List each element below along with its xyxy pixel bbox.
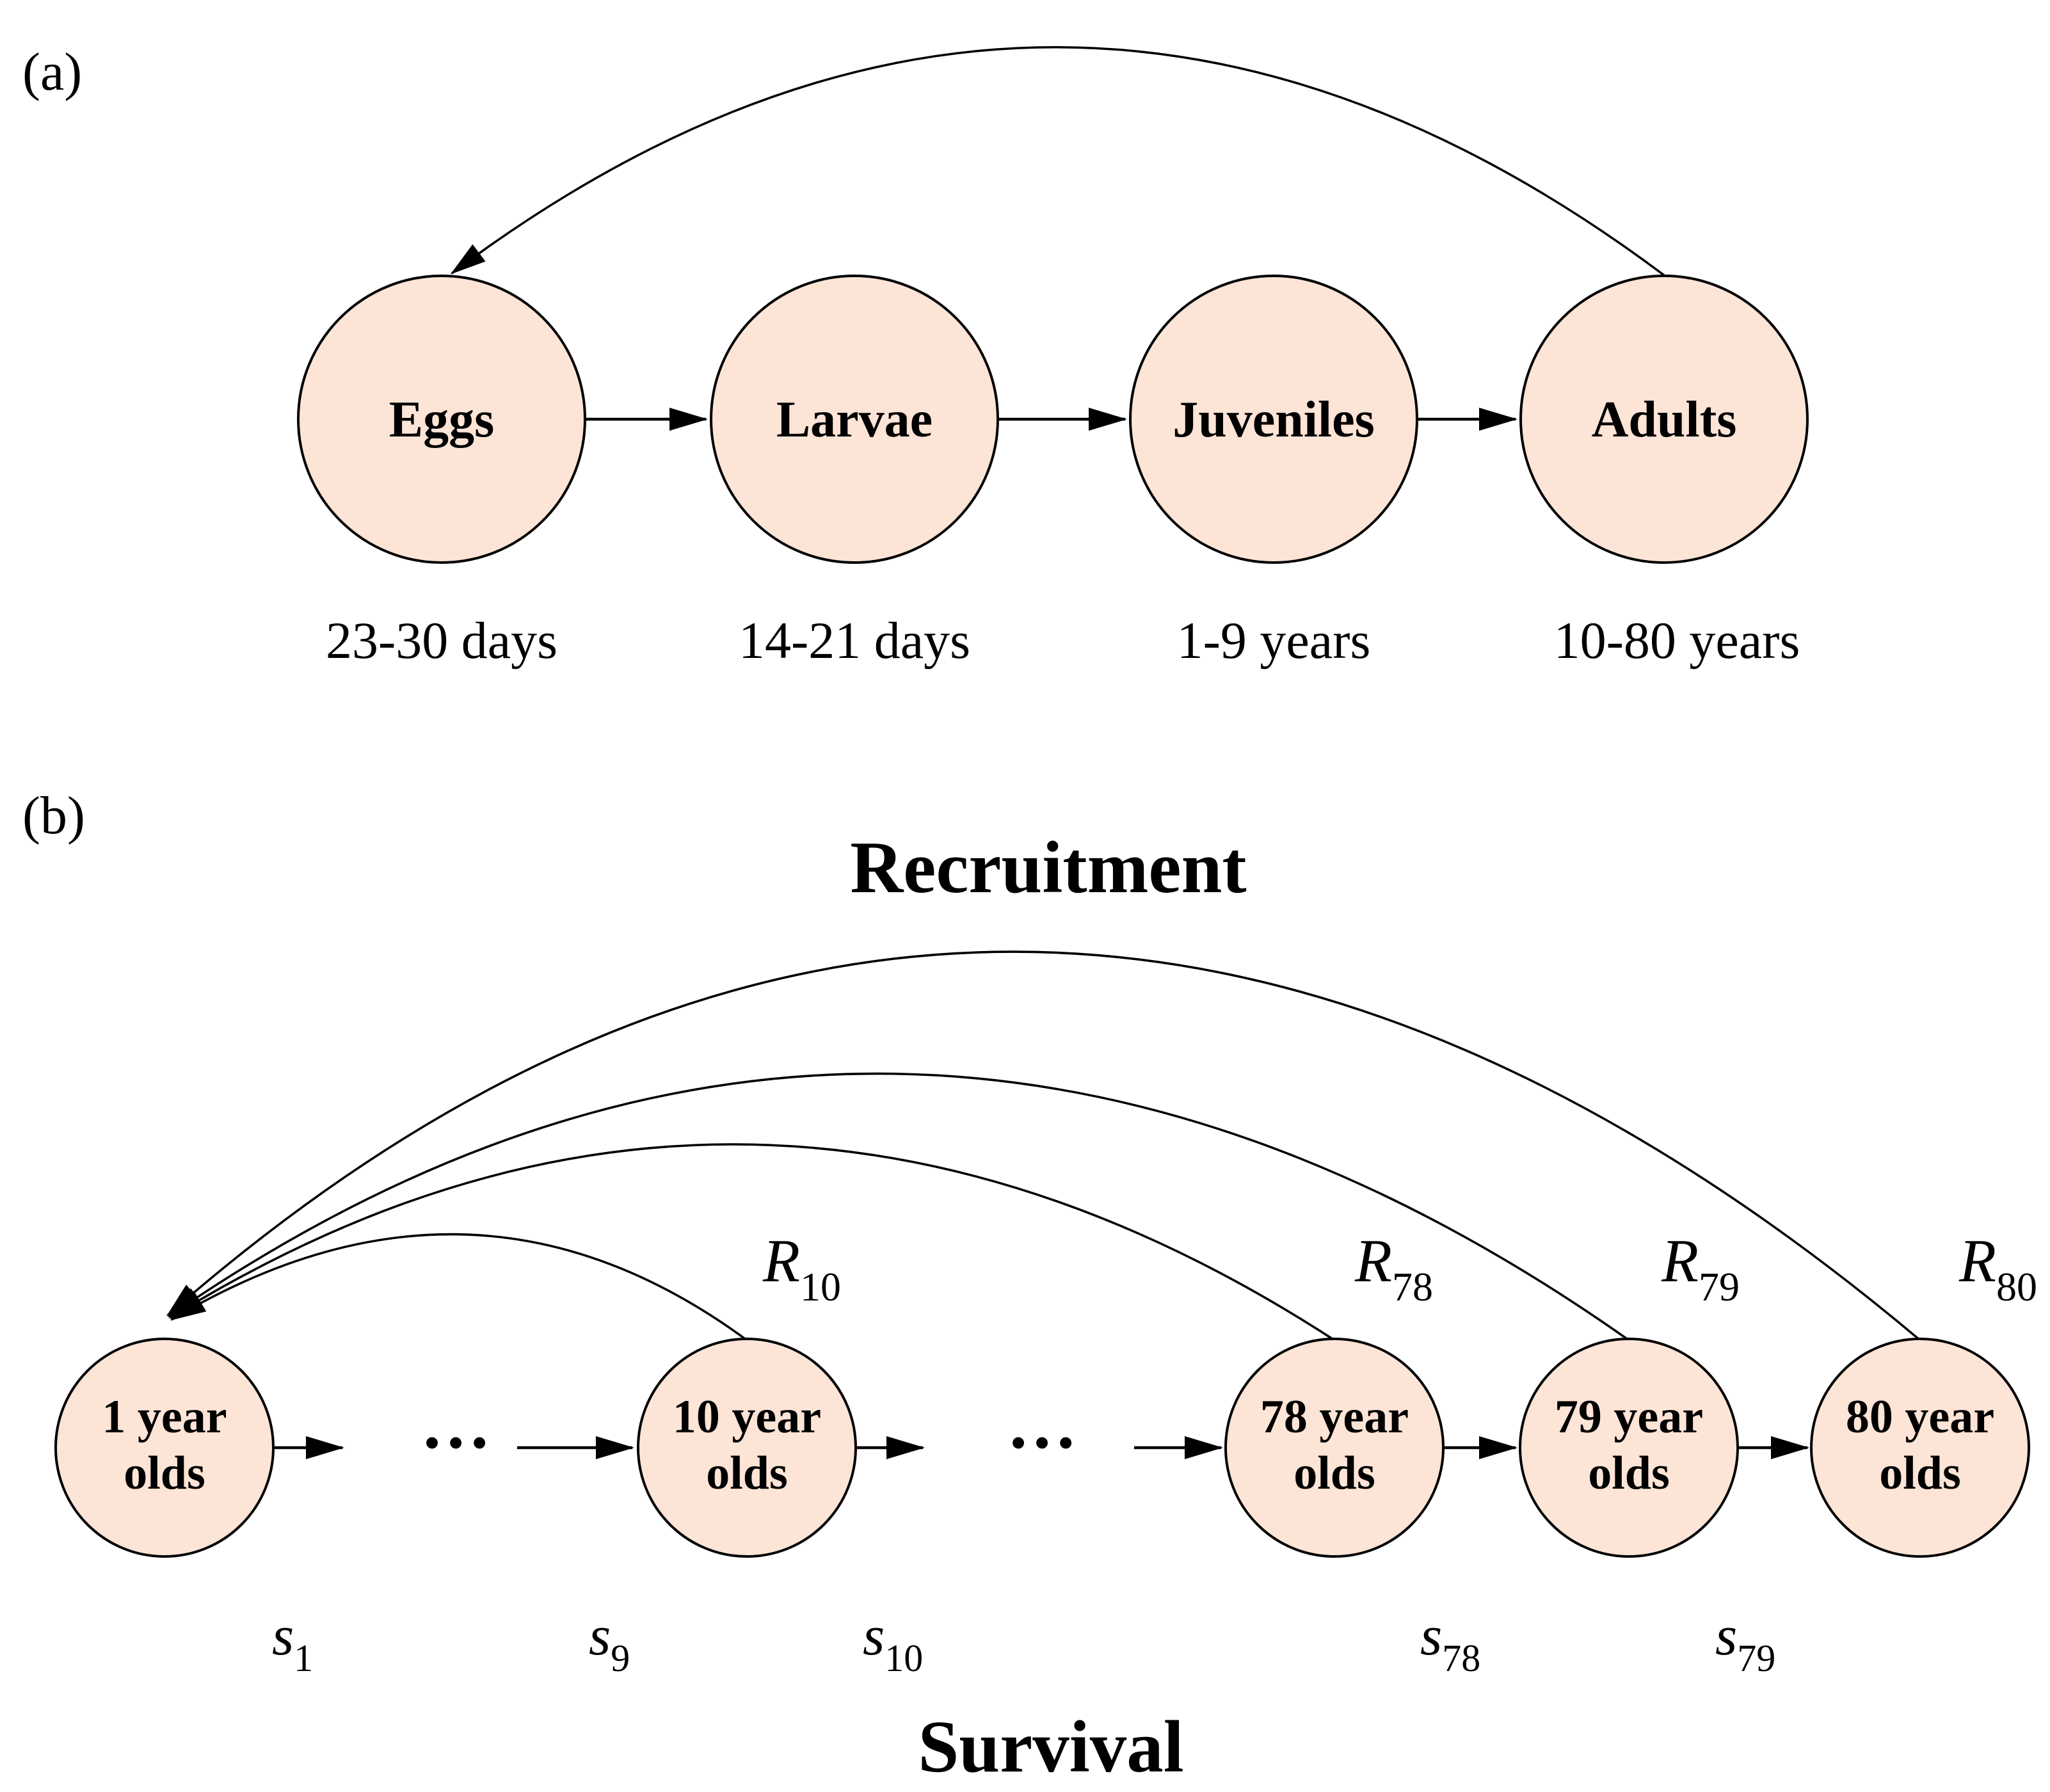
arc-recruitment-r10 — [170, 1233, 748, 1341]
stage-node-eggs — [297, 275, 586, 564]
survival-title: Survival — [918, 1706, 1183, 1788]
age-node-80 — [1810, 1338, 2030, 1558]
recruitment-title: Recruitment — [850, 827, 1246, 908]
duration-larvae: 14-21 days — [739, 611, 970, 669]
panel-a-tag: (a) — [22, 42, 82, 102]
panel-b-tag: (b) — [22, 786, 85, 845]
label-r80: R80 — [1958, 1227, 2037, 1309]
arc-recruitment-r79 — [167, 1072, 1630, 1341]
age-node-78 — [1224, 1338, 1445, 1558]
ellipsis-10-78: … — [1007, 1385, 1077, 1463]
label-r78: R78 — [1354, 1227, 1433, 1309]
stage-label-adults: Adults — [1592, 392, 1737, 448]
label-s10: s10 — [863, 1605, 923, 1679]
stage-node-larvae — [710, 275, 999, 564]
age-node-1 — [54, 1338, 275, 1558]
duration-juveniles: 1-9 years — [1177, 611, 1371, 669]
label-r79: R79 — [1661, 1227, 1740, 1309]
stage-label-eggs: Eggs — [389, 392, 495, 448]
stage-node-juveniles — [1129, 275, 1418, 564]
arc-recruitment-r78 — [168, 1143, 1335, 1341]
label-s9: s9 — [589, 1605, 630, 1679]
age-node-10 — [637, 1338, 857, 1558]
arc-adults-to-eggs — [450, 46, 1665, 276]
duration-adults: 10-80 years — [1554, 611, 1800, 669]
stage-node-adults — [1519, 275, 1809, 564]
ellipsis-1-10: … — [420, 1385, 491, 1463]
panel-a: (a) Eggs Larvae Juveniles Adults 23-30 d… — [22, 42, 1809, 669]
label-s79: s79 — [1715, 1605, 1775, 1679]
stage-label-larvae: Larvae — [776, 392, 933, 448]
age-node-79 — [1519, 1338, 1739, 1558]
label-r10: R10 — [762, 1227, 841, 1309]
label-s1: s1 — [272, 1605, 313, 1679]
duration-eggs: 23-30 days — [326, 611, 557, 669]
label-s78: s78 — [1420, 1605, 1480, 1679]
stage-label-juveniles: Juveniles — [1173, 392, 1375, 448]
arc-recruitment-r80 — [166, 950, 1921, 1341]
